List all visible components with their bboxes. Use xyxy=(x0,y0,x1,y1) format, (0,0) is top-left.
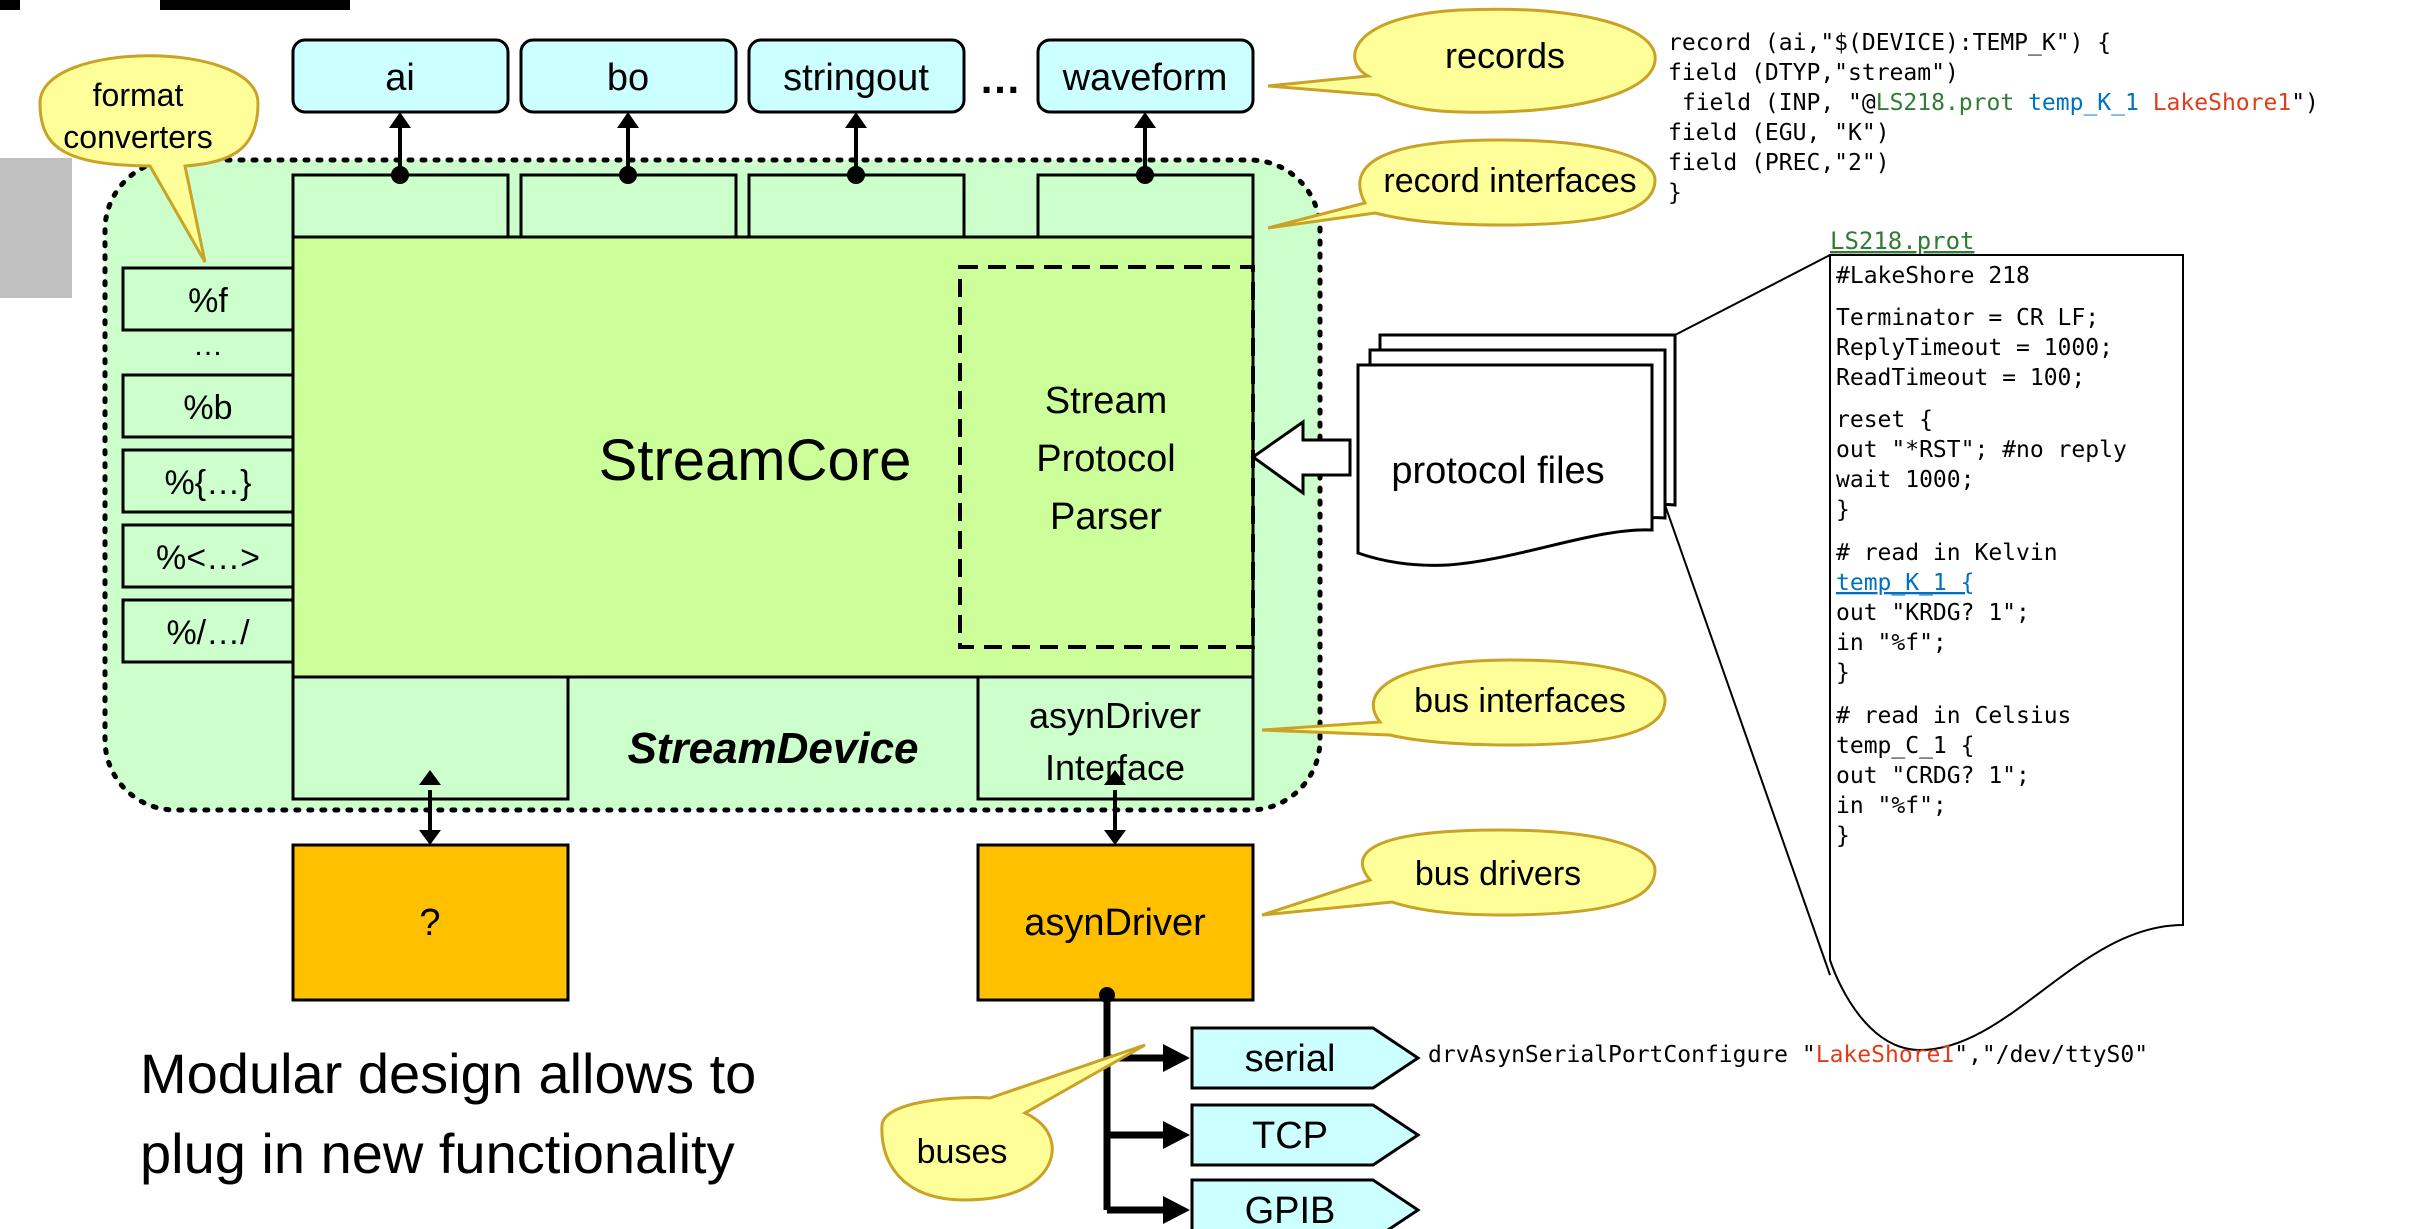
callout-format-converters: format converters xyxy=(38,54,260,263)
file-line-temp-k: temp_K_1 { xyxy=(1836,570,1974,596)
file-name-label: LS218.prot xyxy=(1830,227,1975,255)
driver-box-asyn xyxy=(976,843,1255,1002)
converter-ellipsis: … xyxy=(193,329,223,362)
file-line: ReplyTimeout = 1000; xyxy=(1836,335,2113,361)
callout-bus-interfaces: bus interfaces xyxy=(1261,658,1667,747)
bus-tags: serial TCP GPIB xyxy=(1190,1026,1421,1229)
converter-label-f: %f xyxy=(188,282,228,320)
file-line: out "*RST"; #no reply xyxy=(1836,437,2127,463)
record-interface-ai xyxy=(291,173,510,239)
file-listing-lines: #LakeShore 218 Terminator = CR LF; Reply… xyxy=(1836,263,2127,849)
converter-box-brace xyxy=(121,448,295,514)
records-ellipsis: … xyxy=(979,55,1021,102)
record-interfaces xyxy=(291,173,1255,239)
driver-label-asyn: asynDriver xyxy=(1024,902,1206,944)
record-box-ai xyxy=(291,38,510,114)
callout-records-label: records xyxy=(1445,35,1565,76)
parser-label-line3: Parser xyxy=(1050,496,1162,538)
slide-margin-block xyxy=(0,158,72,298)
record-code-line-inp: field (INP, "@LS218.prot temp_K_1 LakeSh… xyxy=(1668,90,2319,116)
callout-bus-drivers-label: bus drivers xyxy=(1415,855,1581,893)
bus-label-tcp: TCP xyxy=(1252,1115,1328,1157)
file-line: #LakeShore 218 xyxy=(1836,263,2030,289)
file-line: # read in Celsius xyxy=(1836,703,2071,729)
record-code: record (ai,"$(DEVICE):TEMP_K") { field (… xyxy=(1668,30,2319,206)
file-line: in "%f"; xyxy=(1836,793,1947,819)
driver-box-unknown xyxy=(291,843,570,1002)
file-line: } xyxy=(1836,660,1850,686)
converter-box-f xyxy=(121,266,295,332)
protocol-files-icon: protocol files xyxy=(1356,333,1677,567)
bus-tree xyxy=(1099,987,1190,1224)
callout-format-line1: format xyxy=(93,77,184,113)
protocol-files-label: protocol files xyxy=(1391,450,1604,492)
file-connector-bottom xyxy=(1664,504,1831,976)
record-code-line: field (DTYP,"stream") xyxy=(1668,60,1959,86)
file-line: in "%f"; xyxy=(1836,630,1947,656)
serial-config-command: drvAsynSerialPortConfigure "LakeShore1",… xyxy=(1428,1042,2148,1068)
record-label-waveform: waveform xyxy=(1062,57,1228,99)
file-line: out "KRDG? 1"; xyxy=(1836,600,2030,626)
protocol-feed-arrow xyxy=(1250,419,1352,496)
parser-label-line2: Protocol xyxy=(1036,438,1175,480)
converter-label-brace: %{…} xyxy=(165,464,252,502)
file-listing-document xyxy=(1829,254,2184,1052)
file-line: # read in Kelvin xyxy=(1836,540,2058,566)
file-line: } xyxy=(1836,497,1850,523)
caption-line2: plug in new functionality xyxy=(140,1122,735,1185)
record-box-stringout xyxy=(747,38,966,114)
slide-corner-mark xyxy=(0,0,20,10)
format-converters: %f … %b %{…} %<…> %/…/ xyxy=(121,266,295,664)
record-label-bo: bo xyxy=(607,57,649,99)
converter-label-b: %b xyxy=(183,389,232,427)
record-arrows xyxy=(389,112,1156,184)
record-label-ai: ai xyxy=(385,57,415,99)
callout-bus-drivers: bus drivers xyxy=(1261,828,1657,917)
callout-record-interfaces-label: record interfaces xyxy=(1383,162,1636,200)
record-interface-bo xyxy=(519,173,738,239)
driver-label-unknown: ? xyxy=(419,902,440,944)
parser-label-line1: Stream xyxy=(1045,380,1167,422)
callout-record-interfaces: record interfaces xyxy=(1267,138,1657,230)
bus-label-serial: serial xyxy=(1245,1038,1336,1080)
bus-tag-serial xyxy=(1190,1026,1421,1090)
file-line: } xyxy=(1836,823,1850,849)
callout-buses-label: buses xyxy=(917,1133,1008,1171)
callout-bus-interfaces-label: bus interfaces xyxy=(1414,682,1626,720)
record-code-line: field (EGU, "K") xyxy=(1668,120,1890,146)
record-code-line: record (ai,"$(DEVICE):TEMP_K") { xyxy=(1668,30,2111,56)
file-line: wait 1000; xyxy=(1836,467,1974,493)
converter-box-b xyxy=(121,373,295,439)
asyn-interface-line1: asynDriver xyxy=(1029,695,1201,736)
record-box-bo xyxy=(519,38,738,114)
streamdevice-label: StreamDevice xyxy=(627,724,918,773)
record-interface-stringout xyxy=(747,173,966,239)
file-line: ReadTimeout = 100; xyxy=(1836,365,2085,391)
file-line: reset { xyxy=(1836,407,1933,433)
callout-records: records xyxy=(1267,7,1657,114)
callout-buses: buses xyxy=(880,1043,1146,1202)
bus-tag-tcp xyxy=(1190,1103,1421,1167)
record-box-waveform xyxy=(1036,38,1255,114)
record-label-stringout: stringout xyxy=(783,57,929,99)
file-connector-top xyxy=(1674,254,1831,336)
driver-arrows xyxy=(419,770,1126,845)
converter-label-angle: %<…> xyxy=(156,539,260,577)
file-line: Terminator = CR LF; xyxy=(1836,305,2099,331)
record-code-line: field (PREC,"2") xyxy=(1668,150,1890,176)
bus-label-gpib: GPIB xyxy=(1245,1190,1336,1229)
converter-label-regex: %/…/ xyxy=(166,614,250,652)
file-line: temp_C_1 { xyxy=(1836,733,1974,759)
streamcore-title: StreamCore xyxy=(599,428,912,493)
converter-box-angle xyxy=(121,523,295,589)
file-line: out "CRDG? 1"; xyxy=(1836,763,2030,789)
record-interface-waveform xyxy=(1036,173,1255,239)
callout-format-line2: converters xyxy=(63,119,212,155)
record-boxes: ai bo stringout waveform … xyxy=(291,38,1255,114)
converter-box-regex xyxy=(121,598,295,664)
bus-tag-gpib xyxy=(1190,1178,1421,1229)
slide-title-fragment xyxy=(160,0,350,10)
caption-line1: Modular design allows to xyxy=(140,1042,756,1105)
record-code-line: } xyxy=(1668,180,1682,206)
